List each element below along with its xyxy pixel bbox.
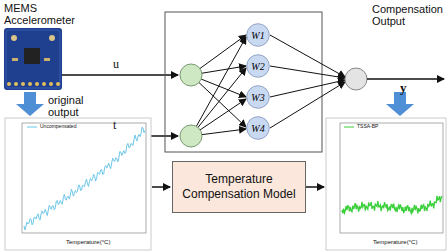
model-label: Temperature Compensation Model bbox=[181, 172, 297, 202]
signal-name: y bbox=[400, 81, 407, 95]
output-arrow bbox=[367, 78, 444, 80]
signal-name: t bbox=[113, 119, 116, 132]
weight-label: W2 bbox=[251, 61, 264, 72]
axis-label: Temperature(°C) bbox=[66, 239, 110, 246]
weight-neuron: W4 bbox=[246, 116, 270, 140]
device-title: MEMS Accelerometer bbox=[4, 2, 84, 26]
input-arrow bbox=[62, 74, 178, 76]
output-neuron bbox=[345, 68, 367, 90]
weight-neuron: W3 bbox=[246, 85, 270, 109]
weight-neuron: W2 bbox=[246, 54, 270, 78]
output-note: original output bbox=[48, 94, 98, 118]
legend-text: TSSA-BP bbox=[357, 124, 378, 130]
flow-arrow bbox=[152, 186, 170, 188]
network-frame bbox=[165, 12, 322, 152]
weight-label: W1 bbox=[251, 30, 264, 41]
accelerometer-board bbox=[4, 28, 62, 90]
input-neuron bbox=[180, 125, 202, 147]
uncompensated-chart bbox=[5, 118, 151, 250]
input-neuron bbox=[180, 64, 202, 86]
model-box: Temperature Compensation Model bbox=[172, 161, 306, 213]
axis-label: Temperature(°C) bbox=[373, 239, 417, 246]
down-arrow bbox=[386, 92, 414, 116]
compensated-chart bbox=[326, 118, 446, 250]
weight-neuron: W1 bbox=[246, 23, 270, 47]
network-links bbox=[191, 35, 345, 136]
weight-label: W3 bbox=[251, 92, 264, 103]
legend-text: Uncompensated bbox=[40, 124, 76, 130]
weight-label: W4 bbox=[251, 123, 264, 134]
flow-arrow bbox=[306, 186, 324, 188]
signal-name: u bbox=[113, 58, 119, 71]
output-title: Compensation Output bbox=[372, 3, 446, 27]
down-arrow bbox=[16, 92, 44, 116]
